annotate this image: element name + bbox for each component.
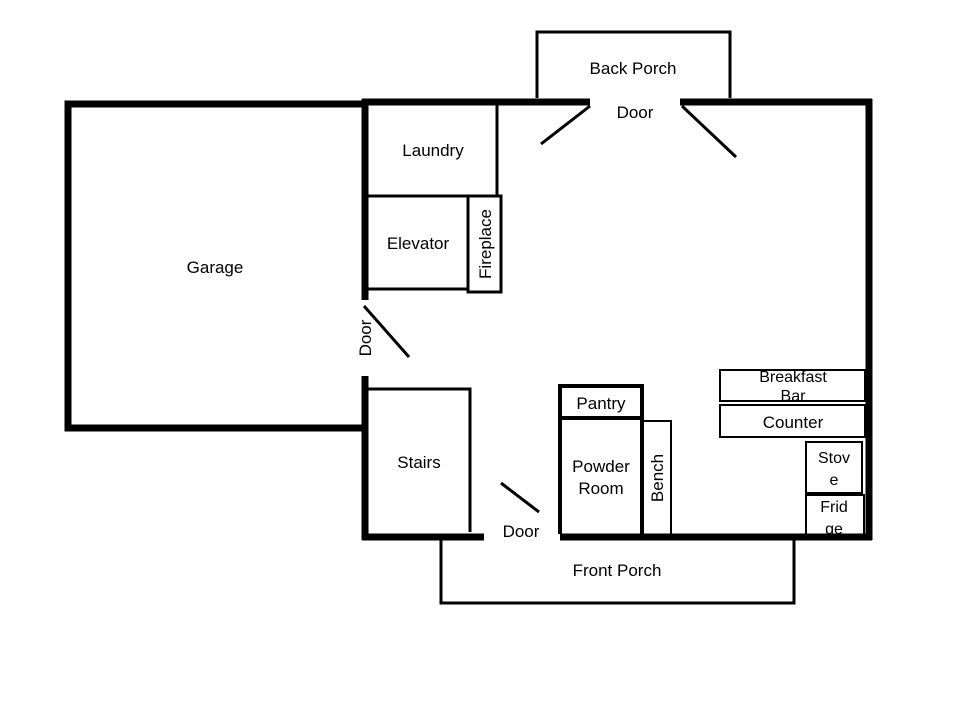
garage: Garage bbox=[64, 100, 362, 432]
pantry-label: Pantry bbox=[576, 394, 626, 413]
pantry: Pantry bbox=[558, 384, 644, 420]
back-porch: Back Porch bbox=[535, 30, 732, 98]
elevator: Elevator bbox=[365, 234, 468, 291]
fireplace: Fireplace bbox=[466, 194, 503, 294]
counter: Counter bbox=[719, 404, 866, 438]
fridge-label-line2: ge bbox=[825, 521, 843, 538]
stairs-label: Stairs bbox=[397, 453, 440, 472]
elevator-label: Elevator bbox=[387, 234, 450, 253]
back-door-label: Door bbox=[617, 103, 654, 122]
bench-label: Bench bbox=[648, 454, 667, 502]
powder-room-label-line1: Powder bbox=[572, 457, 630, 476]
fridge-label-line1: Frid bbox=[820, 499, 848, 516]
counter-label: Counter bbox=[763, 413, 824, 432]
breakfast-bar: Breakfast Bar bbox=[719, 369, 866, 405]
garage-door-label: Door bbox=[356, 319, 375, 356]
fireplace-label: Fireplace bbox=[476, 209, 495, 279]
stove-label-line1: Stov bbox=[818, 450, 850, 467]
stairs: Stairs bbox=[365, 387, 472, 532]
breakfast-bar-label-line2: Bar bbox=[781, 388, 807, 405]
bench: Bench bbox=[643, 420, 672, 534]
powder-room: Powder Room bbox=[558, 418, 644, 534]
garage-label: Garage bbox=[187, 258, 244, 277]
laundry: Laundry bbox=[365, 102, 499, 198]
garage-door: Door bbox=[356, 305, 411, 358]
back-door: Door bbox=[540, 103, 738, 159]
front-porch: Front Porch bbox=[439, 540, 796, 605]
front-door: Door bbox=[500, 481, 540, 541]
back-porch-label: Back Porch bbox=[590, 59, 677, 78]
exterior-walls bbox=[361, 98, 873, 541]
breakfast-bar-label-line1: Breakfast bbox=[759, 369, 827, 386]
laundry-label: Laundry bbox=[402, 141, 464, 160]
stove: Stov e bbox=[805, 441, 863, 494]
fridge: Frid ge bbox=[805, 494, 865, 538]
front-door-label: Door bbox=[503, 522, 540, 541]
stove-label-line2: e bbox=[830, 472, 839, 489]
front-porch-label: Front Porch bbox=[573, 561, 662, 580]
powder-room-label-line2: Room bbox=[578, 479, 623, 498]
